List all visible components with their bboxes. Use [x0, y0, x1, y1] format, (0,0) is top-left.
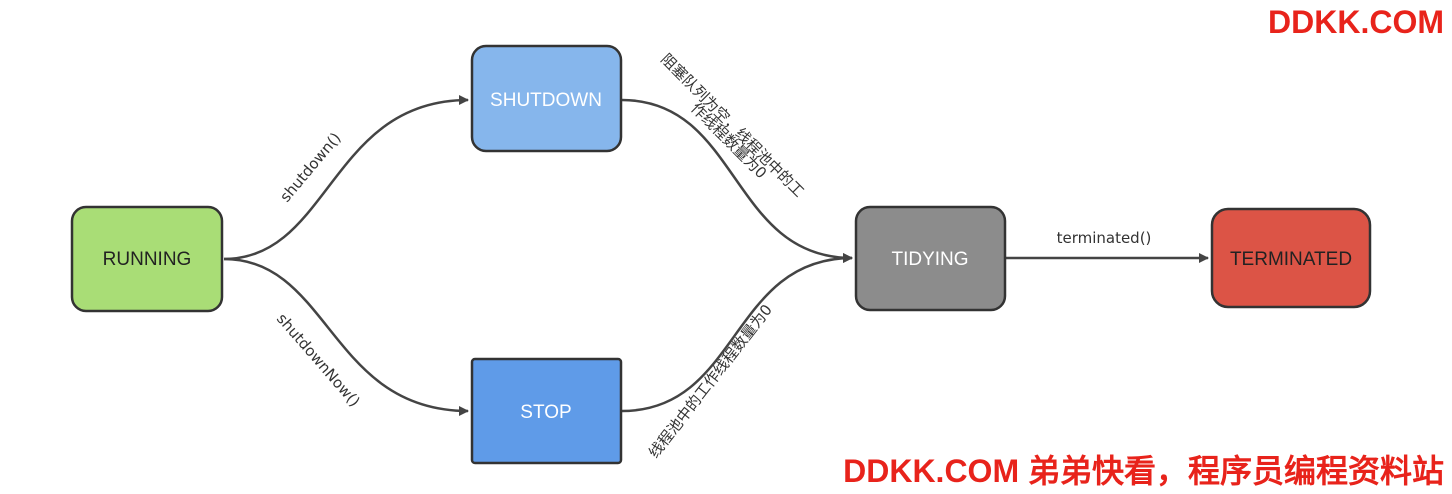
edge-label-shutdown-to-tidying-line1: 阻塞队列为空，线程池中的工 — [657, 50, 808, 201]
edge-stop-to-tidying — [621, 253, 853, 413]
edge-label-shutdown-now: shutdownNow() — [273, 310, 364, 411]
node-tidying: TIDYING — [854, 205, 1007, 312]
edge-label-terminated: terminated() — [1057, 229, 1152, 247]
edge-running-to-stop — [223, 257, 469, 416]
watermark-bottom: DDKK.COM 弟弟快看，程序员编程资料站 — [843, 453, 1444, 489]
node-label-shutdown: SHUTDOWN — [490, 90, 602, 111]
node-label-running: RUNNING — [103, 249, 192, 270]
node-terminated: TERMINATED — [1210, 207, 1372, 309]
node-label-terminated: TERMINATED — [1230, 249, 1352, 270]
node-shutdown: SHUTDOWN — [470, 44, 623, 153]
node-running: RUNNING — [70, 205, 224, 313]
edge-running-to-shutdown — [223, 95, 469, 261]
watermark-top: DDKK.COM — [1268, 4, 1444, 40]
edge-label-shutdown: shutdown() — [276, 129, 344, 206]
node-stop: STOP — [470, 357, 623, 465]
edge-shutdown-to-tidying — [621, 98, 853, 263]
node-label-tidying: TIDYING — [891, 249, 968, 270]
edge-label-stop-to-tidying: 线程池中的工作线程数量为0 — [645, 301, 776, 461]
node-label-stop: STOP — [520, 402, 571, 423]
